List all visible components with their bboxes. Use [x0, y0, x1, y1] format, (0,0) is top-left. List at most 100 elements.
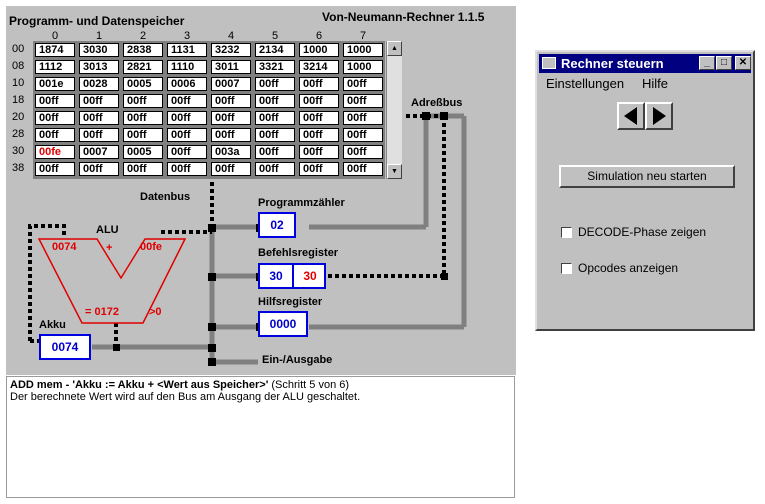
- description-panel: ADD mem - 'Akku := Akku + <Wert aus Spei…: [6, 376, 515, 498]
- maximize-button[interactable]: □: [716, 56, 732, 70]
- alu-right-input-value: 00fe: [140, 241, 163, 253]
- memory-cell[interactable]: 00ff: [255, 128, 295, 142]
- memory-column-header: 2: [139, 30, 147, 42]
- memory-cell[interactable]: 00ff: [255, 77, 295, 91]
- memory-cell[interactable]: 00ff: [167, 111, 207, 125]
- memory-cell[interactable]: 00ff: [211, 94, 251, 108]
- memory-scrollbar[interactable]: ▲ ▼: [386, 41, 402, 179]
- memory-cell[interactable]: 1131: [167, 43, 207, 57]
- memory-cell[interactable]: 00ff: [79, 111, 119, 125]
- memory-cell[interactable]: 00ff: [343, 94, 383, 108]
- memory-cell[interactable]: 00ff: [167, 94, 207, 108]
- memory-cell[interactable]: 00ff: [255, 145, 295, 159]
- alu-left-input-value: 0074: [52, 241, 77, 253]
- memory-cell[interactable]: 0005: [123, 77, 163, 91]
- memory-cell[interactable]: 00ff: [299, 94, 339, 108]
- ir-register: 30 30: [258, 263, 326, 289]
- memory-cell[interactable]: 00ff: [35, 111, 75, 125]
- memory-cell[interactable]: 2821: [123, 60, 163, 74]
- memory-cell[interactable]: 1112: [35, 60, 75, 74]
- memory-cell[interactable]: 00ff: [299, 162, 339, 176]
- memory-cell[interactable]: 1874: [35, 43, 75, 57]
- control-window: Rechner steuern _ □ ✕ Einstellungen Hilf…: [535, 50, 755, 331]
- memory-cell[interactable]: 00ff: [299, 77, 339, 91]
- memory-cell[interactable]: 3030: [79, 43, 119, 57]
- memory-cell[interactable]: 00ff: [255, 162, 295, 176]
- memory-cell[interactable]: 00ff: [167, 162, 207, 176]
- memory-row-header: 30: [12, 145, 25, 157]
- memory-cell[interactable]: 00ff: [79, 162, 119, 176]
- memory-cell[interactable]: 0028: [79, 77, 119, 91]
- memory-cell[interactable]: 00ff: [211, 128, 251, 142]
- memory-cell[interactable]: 00ff: [299, 145, 339, 159]
- memory-cell[interactable]: 3011: [211, 60, 251, 74]
- memory-cell[interactable]: 00ff: [79, 128, 119, 142]
- memory-cell[interactable]: 00ff: [35, 128, 75, 142]
- memory-column-header: 5: [271, 30, 279, 42]
- memory-cell[interactable]: 00ff: [255, 111, 295, 125]
- memory-cell[interactable]: 0006: [167, 77, 207, 91]
- menu-einstellungen[interactable]: Einstellungen: [546, 76, 625, 91]
- step-forward-button[interactable]: [645, 102, 673, 130]
- memory-cell[interactable]: 00ff: [167, 145, 207, 159]
- memory-cell[interactable]: 3321: [255, 60, 295, 74]
- memory-cell[interactable]: 2838: [123, 43, 163, 57]
- alu-shape: [37, 238, 187, 324]
- memory-cell[interactable]: 3214: [299, 60, 339, 74]
- memory-cell[interactable]: 00ff: [123, 128, 163, 142]
- memory-column-header: 0: [51, 30, 59, 42]
- memory-cell[interactable]: 00ff: [123, 162, 163, 176]
- scroll-down-button[interactable]: ▼: [387, 164, 402, 179]
- memory-cell[interactable]: 3013: [79, 60, 119, 74]
- memory-cell[interactable]: 00fe: [35, 145, 75, 159]
- memory-cell[interactable]: 00ff: [35, 162, 75, 176]
- memory-cell[interactable]: 1000: [343, 43, 383, 57]
- memory-cell[interactable]: 0005: [123, 145, 163, 159]
- memory-column-header: 3: [183, 30, 191, 42]
- opcodes-checkbox[interactable]: [561, 263, 572, 274]
- memory-cell[interactable]: 00ff: [123, 94, 163, 108]
- decode-phase-checkbox[interactable]: [561, 227, 572, 238]
- hr-label: Hilfsregister: [258, 296, 323, 308]
- memory-cell[interactable]: 00ff: [167, 128, 207, 142]
- instruction-text: ADD mem - 'Akku := Akku + <Wert aus Spei…: [10, 379, 269, 391]
- memory-cell[interactable]: 1000: [299, 43, 339, 57]
- memory-cell[interactable]: 00ff: [211, 162, 251, 176]
- memory-cell[interactable]: 0007: [211, 77, 251, 91]
- memory-cell[interactable]: 00ff: [343, 145, 383, 159]
- minimize-button[interactable]: _: [699, 56, 715, 70]
- memory-cell[interactable]: 00ff: [343, 128, 383, 142]
- memory-cell[interactable]: 00ff: [299, 128, 339, 142]
- memory-cell[interactable]: 00ff: [211, 111, 251, 125]
- scroll-up-button[interactable]: ▲: [387, 41, 402, 56]
- restart-simulation-button[interactable]: Simulation neu starten: [559, 165, 735, 188]
- memory-cell[interactable]: 00ff: [255, 94, 295, 108]
- memory-cell[interactable]: 00ff: [123, 111, 163, 125]
- memory-table: 1874 3030 2838 1131 3232 2134 1000 1000 1112 3013…: [33, 41, 385, 179]
- control-window-titlebar[interactable]: Rechner steuern _ □ ✕: [539, 54, 751, 73]
- memory-cell[interactable]: 1000: [343, 60, 383, 74]
- memory-cell[interactable]: 2134: [255, 43, 295, 57]
- memory-title: Programm- und Datenspeicher: [9, 14, 185, 28]
- io-label: Ein-/Ausgabe: [262, 354, 333, 366]
- memory-column-header: 1: [95, 30, 103, 42]
- memory-row-header: 00: [12, 43, 25, 55]
- memory-cell[interactable]: 003a: [211, 145, 251, 159]
- memory-cell[interactable]: 00ff: [35, 94, 75, 108]
- akku-register: 0074: [39, 334, 91, 360]
- memory-cell[interactable]: 3232: [211, 43, 251, 57]
- control-window-title: Rechner steuern: [561, 56, 664, 71]
- step-back-button[interactable]: [617, 102, 645, 130]
- memory-cell[interactable]: 00ff: [79, 94, 119, 108]
- memory-column-header: 6: [315, 30, 323, 42]
- close-button[interactable]: ✕: [735, 56, 751, 70]
- memory-cell[interactable]: 00ff: [343, 111, 383, 125]
- memory-cell[interactable]: 1110: [167, 60, 207, 74]
- memory-cell[interactable]: 00ff: [343, 162, 383, 176]
- menu-hilfe[interactable]: Hilfe: [642, 76, 669, 91]
- memory-cell[interactable]: 00ff: [343, 77, 383, 91]
- memory-cell[interactable]: 00ff: [299, 111, 339, 125]
- memory-cell[interactable]: 001e: [35, 77, 75, 91]
- memory-cell[interactable]: 0007: [79, 145, 119, 159]
- window-system-icon[interactable]: [542, 57, 556, 69]
